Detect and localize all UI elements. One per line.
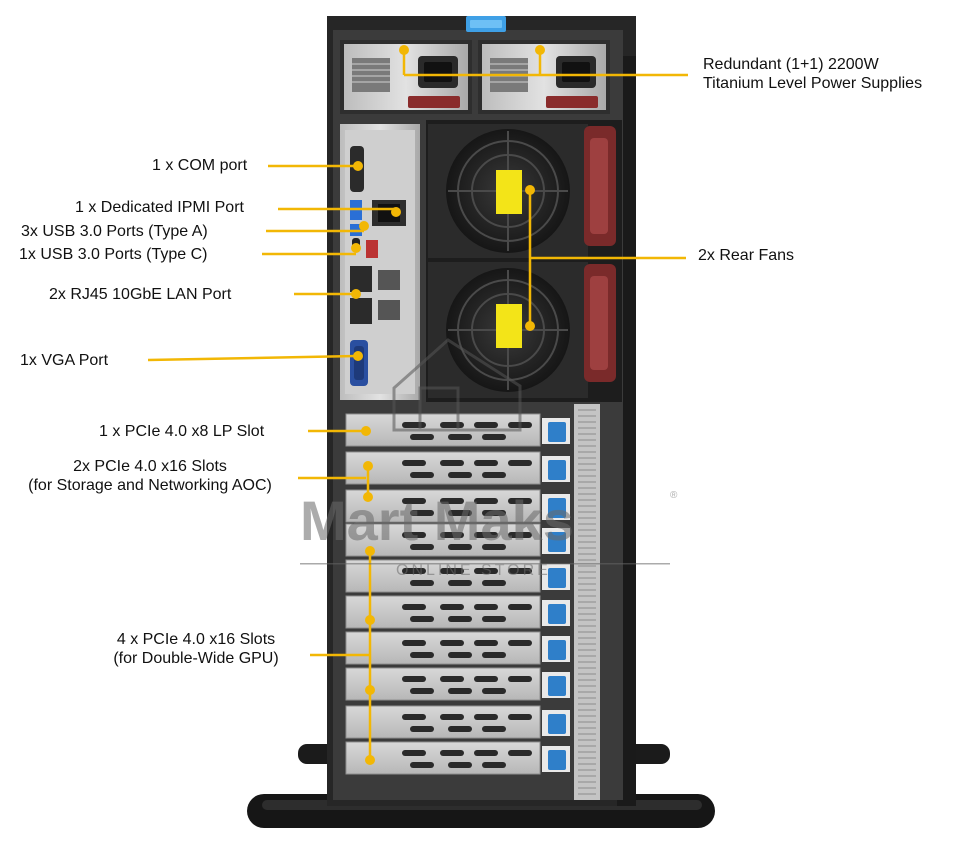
- pcie-latch: [542, 710, 570, 736]
- label-com-port: 1 x COM port: [152, 157, 248, 174]
- pcie-slot-area: [345, 413, 541, 775]
- lan-port-1: [350, 266, 372, 292]
- label-psu-line2: Titanium Level Power Supplies: [703, 75, 923, 92]
- lan-port-2: [350, 298, 372, 324]
- watermark-reg: ®: [670, 490, 678, 501]
- pcie-latch: [542, 418, 570, 444]
- label-vga: 1x VGA Port: [20, 352, 109, 369]
- label-pcie-storage: 2x PCIe 4.0 x16 Slots (for Storage and N…: [4, 457, 296, 495]
- pcie-slot-cover: [345, 451, 541, 485]
- pcie-slot-cover: [345, 667, 541, 701]
- pcie-latch-column: [542, 418, 570, 772]
- label-usb-c: 1x USB 3.0 Ports (Type C): [19, 246, 208, 263]
- pcie-slot-cover: [345, 489, 541, 523]
- pcie-latch: [542, 672, 570, 698]
- pcie-latch: [542, 528, 570, 554]
- rear-fans: [426, 120, 622, 402]
- label-pcie-lp: 1 x PCIe 4.0 x8 LP Slot: [99, 423, 265, 440]
- pcie-latch: [542, 636, 570, 662]
- pcie-latch: [542, 456, 570, 482]
- pcie-slot-cover: [345, 705, 541, 739]
- pcie-latch: [542, 494, 570, 520]
- pcie-slot-cover: [345, 631, 541, 665]
- fan-warning-label: [496, 170, 522, 214]
- watermark: Mart Maks ONLINE STORE ®: [300, 338, 678, 579]
- label-psu-line1: Redundant (1+1) 2200W: [703, 56, 879, 73]
- label-psu: Redundant (1+1) 2200W Titanium Level Pow…: [703, 55, 922, 93]
- pcie-slot-cover: [345, 559, 541, 593]
- label-pcie-gpu: 4 x PCIe 4.0 x16 Slots (for Double-Wide …: [96, 630, 296, 668]
- watermark-tagline: ONLINE STORE: [396, 562, 551, 579]
- label-pcie-storage-line1: 2x PCIe 4.0 x16 Slots: [73, 458, 227, 475]
- label-pcie-gpu-line2: (for Double-Wide GPU): [113, 650, 279, 667]
- label-pcie-gpu-line1: 4 x PCIe 4.0 x16 Slots: [116, 631, 276, 648]
- pcie-slot-cover: [345, 523, 541, 557]
- pcie-slot-cover: [345, 595, 541, 629]
- label-ipmi-port: 1 x Dedicated IPMI Port: [75, 199, 244, 216]
- pcie-slot-cover: [345, 741, 541, 775]
- io-panel: [340, 124, 420, 400]
- label-pcie-storage-line2: (for Storage and Networking AOC): [28, 477, 272, 494]
- label-rear-fans: 2x Rear Fans: [698, 247, 795, 264]
- pcie-latch: [542, 600, 570, 626]
- label-usb-a: 3x USB 3.0 Ports (Type A): [21, 223, 208, 240]
- callout-lines: [147, 45, 688, 765]
- pcie-latch: [542, 746, 570, 772]
- label-lan: 2x RJ45 10GbE LAN Port: [49, 286, 232, 303]
- pcie-latch: [542, 564, 570, 590]
- watermark-brand: Mart Maks: [300, 489, 574, 552]
